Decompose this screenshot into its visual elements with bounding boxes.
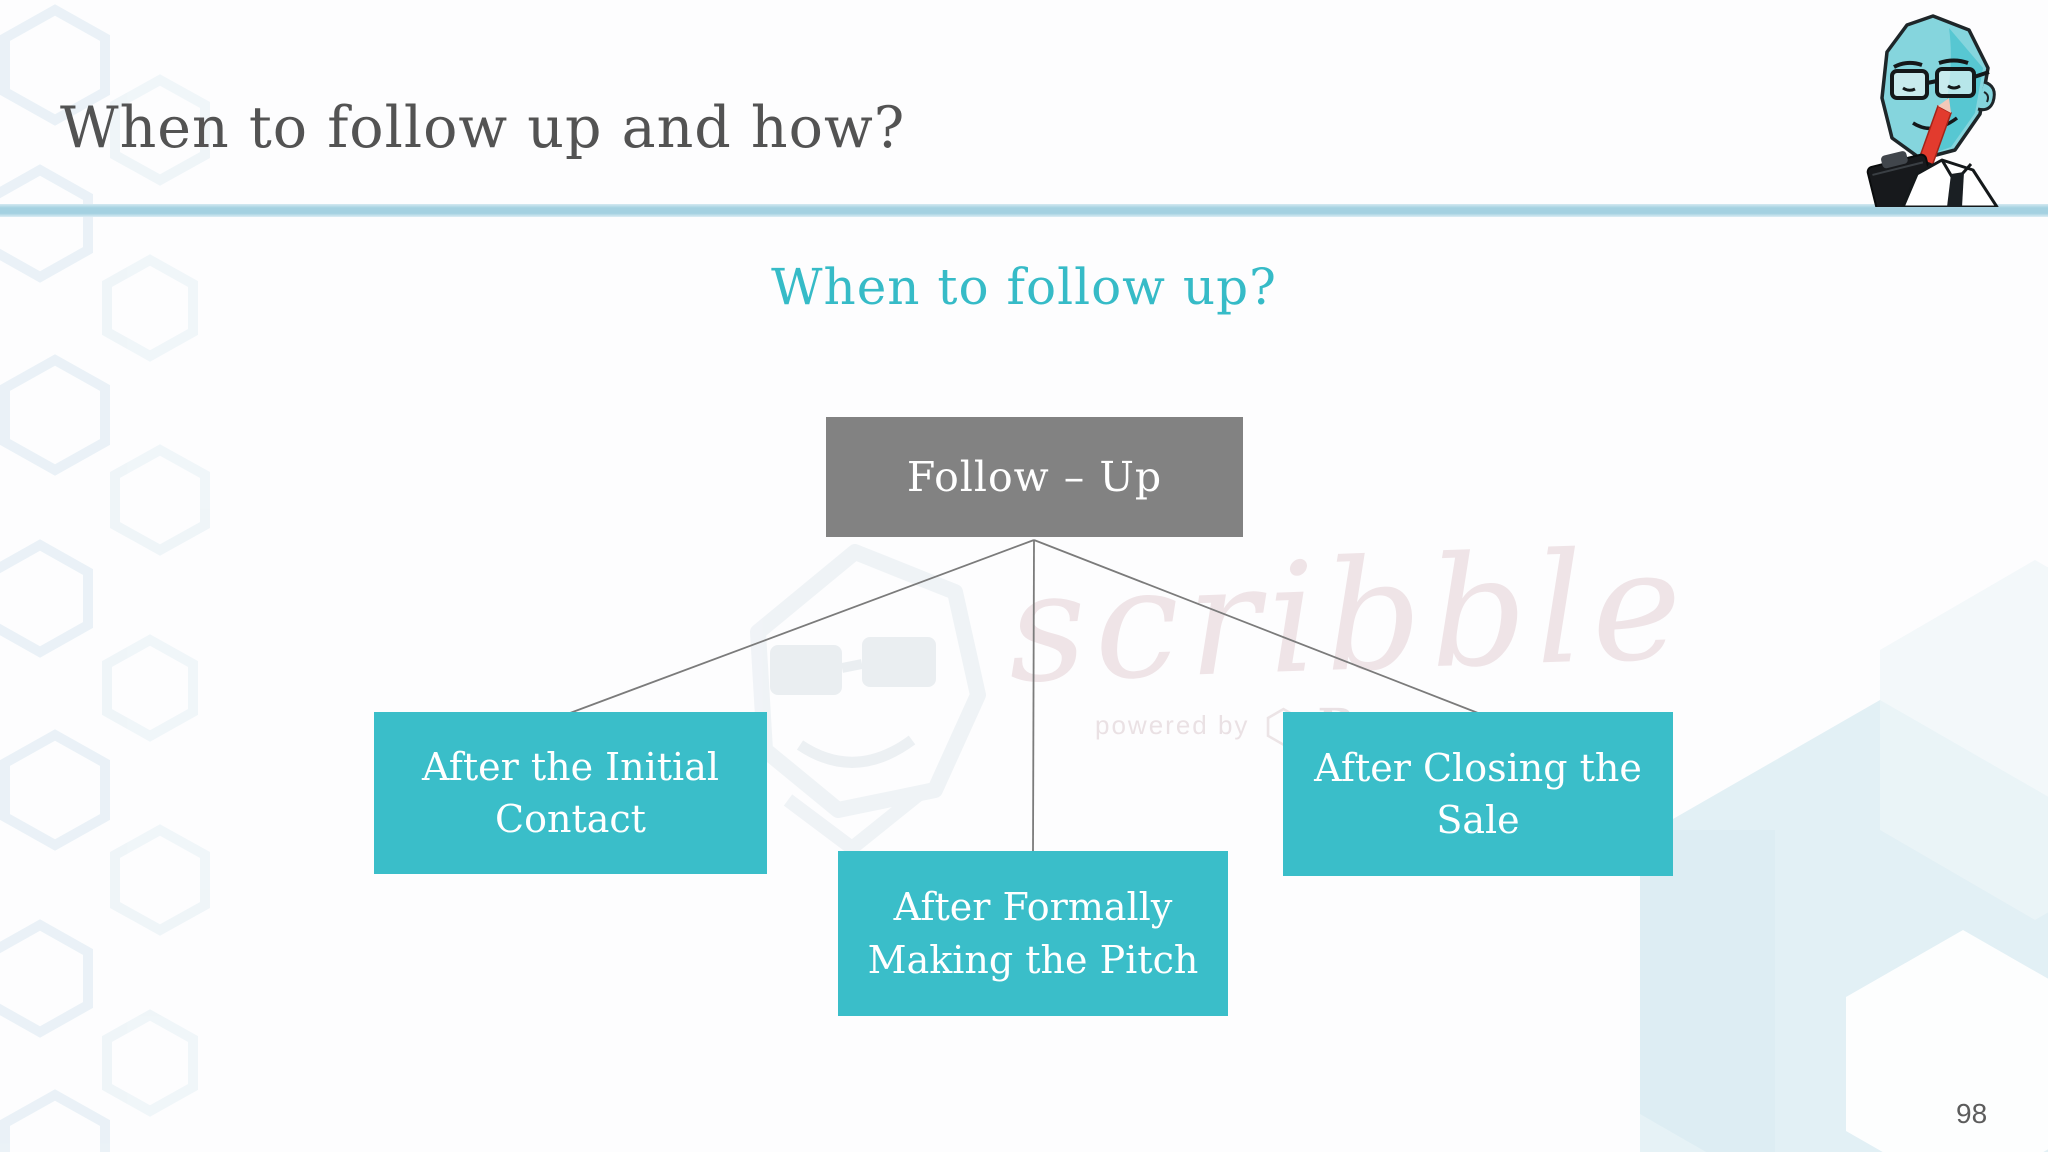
diagram-heading: When to follow up? <box>771 258 1277 316</box>
watermark-powered-by-text: powered by <box>1095 710 1250 740</box>
node-after-closing-sale: After Closing the Sale <box>1283 712 1673 876</box>
node-after-initial-contact: After the Initial Contact <box>374 712 767 874</box>
slide-title: When to follow up and how? <box>60 95 906 161</box>
node-after-making-pitch: After Formally Making the Pitch <box>838 851 1228 1016</box>
node-follow-up: Follow – Up <box>826 417 1243 537</box>
title-divider-line <box>0 204 2048 217</box>
page-number: 98 <box>1956 1098 1988 1129</box>
watermark-face <box>750 544 986 855</box>
watermark-brand-text: scribble <box>1005 516 1693 717</box>
left-hexagon-pattern <box>0 4 210 1152</box>
scribble-mascot-icon <box>1866 14 1999 207</box>
corner-hexagon-logo <box>1640 560 2048 1152</box>
